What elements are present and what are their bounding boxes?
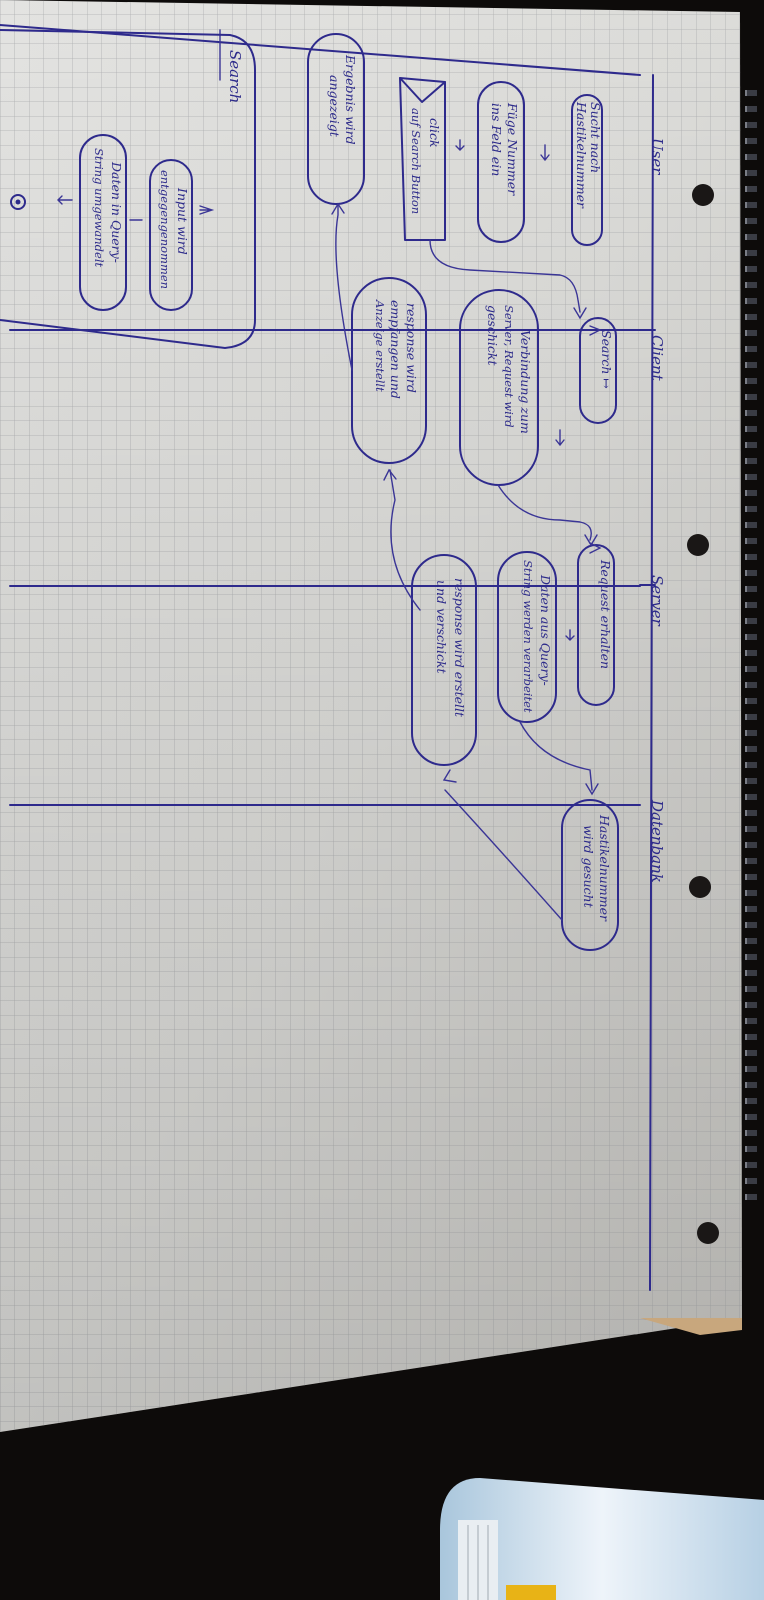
- svg-text:String werden verarbeitet: String werden verarbeitet: [521, 560, 535, 713]
- svg-text:wird gesucht: wird gesucht: [581, 825, 596, 909]
- lane-user-label: User: [648, 138, 666, 175]
- svg-text:Sucht nach: Sucht nach: [588, 102, 603, 173]
- search-node-query: [79, 134, 127, 311]
- svg-text:Hastikelnummer: Hastikelnummer: [597, 814, 612, 922]
- svg-text:Input wird: Input wird: [175, 187, 190, 255]
- lane-labels: User Client Server Datenbank: [648, 138, 666, 883]
- arrow-user-2: [455, 139, 465, 151]
- svg-text:und verschickt: und verschickt: [434, 580, 449, 675]
- search-title: Search: [226, 50, 244, 103]
- user-node-insert: Füge Nummer ins Feld ein: [477, 81, 525, 243]
- svg-text:Hastikelnummer: Hastikelnummer: [574, 101, 589, 209]
- bottle-object: [440, 1478, 764, 1600]
- svg-text:Füge Nummer: Füge Nummer: [505, 102, 520, 196]
- lane-client-label: Client: [648, 335, 666, 382]
- svg-text:empfangen und: empfangen und: [388, 300, 403, 399]
- client-node-response: response wird empfangen und Anzeige erst…: [351, 277, 427, 464]
- lane-database-label: Datenbank: [648, 799, 666, 883]
- svg-text:ins Feld ein: ins Feld ein: [489, 103, 504, 176]
- svg-text:Request erhalten: Request erhalten: [598, 559, 613, 669]
- svg-text:response wird: response wird: [404, 303, 419, 393]
- server-node-request: Request erhalten: [577, 544, 615, 706]
- search-subprocess: Search Input wird entgegengenommen Daten…: [0, 29, 256, 349]
- search-node-input: [149, 159, 193, 311]
- punch-holes: [687, 184, 719, 1244]
- svg-text:Daten in Query-: Daten in Query-: [109, 161, 124, 263]
- svg-text:String umgewandelt: String umgewandelt: [92, 148, 106, 268]
- svg-text:Server, Request wird: Server, Request wird: [502, 305, 516, 428]
- user-node-search: Sucht nach Hastikelnummer: [571, 94, 603, 246]
- svg-text:Anzeige erstellt: Anzeige erstellt: [373, 299, 387, 392]
- arrow-user-1: [540, 144, 550, 162]
- client-node-request: Verbindung zum Server, Request wird gesc…: [459, 289, 539, 486]
- svg-text:Verbindung zum: Verbindung zum: [518, 330, 533, 434]
- server-node-response: response wird erstellt und verschickt: [411, 554, 477, 766]
- flow-connectors: [331, 202, 602, 921]
- svg-text:geschickt: geschickt: [485, 305, 500, 366]
- lane-dividers: [0, 24, 656, 1291]
- user-node-result: Ergebnis wird angezeigt: [307, 33, 365, 205]
- svg-text:click: click: [427, 118, 442, 148]
- db-node-search: Hastikelnummer wird gesucht: [561, 799, 619, 951]
- svg-text:Daten aus Query-: Daten aus Query-: [538, 574, 553, 686]
- svg-text:response wird erstellt: response wird erstellt: [452, 578, 467, 718]
- svg-text:Ergebnis wird: Ergebnis wird: [343, 54, 358, 145]
- client-node-search: Search ↦: [579, 317, 617, 424]
- user-node-click: click auf Search Button: [399, 77, 446, 241]
- server-node-process: Daten aus Query- String werden verarbeit…: [497, 551, 557, 723]
- spiral-binding: [745, 90, 757, 1210]
- svg-text:entgegengenommen: entgegengenommen: [158, 170, 172, 289]
- svg-text:angezeigt: angezeigt: [327, 75, 342, 138]
- lane-server-label: Server: [648, 575, 666, 627]
- page-edge: [640, 1318, 742, 1335]
- svg-text:auf Search Button: auf Search Button: [409, 108, 423, 214]
- svg-text:Search ↦: Search ↦: [599, 330, 614, 389]
